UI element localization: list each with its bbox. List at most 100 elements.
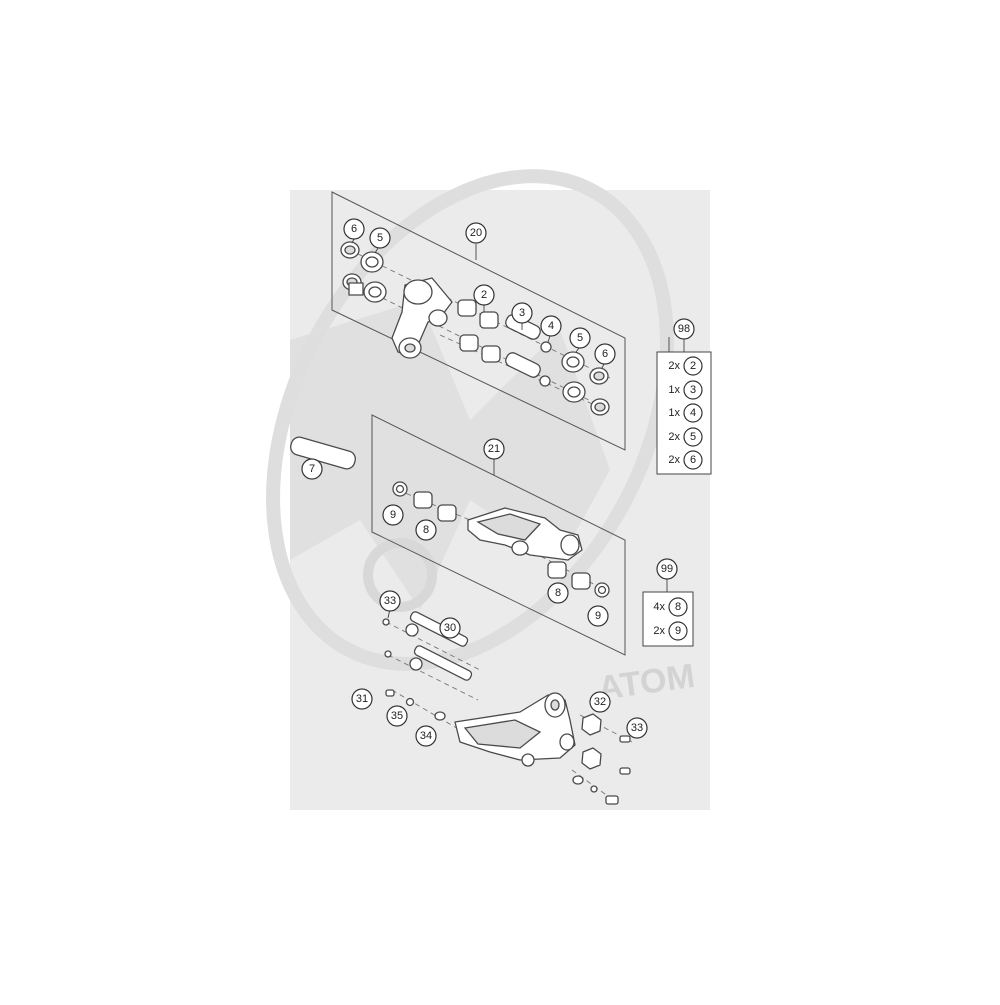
bearing-part-5 <box>566 356 580 368</box>
sleeve-part-2 <box>479 311 499 329</box>
callout-6: 6 <box>343 218 365 240</box>
callout-label: 20 <box>470 227 482 239</box>
kit-row: 2x 5 <box>668 427 703 447</box>
washer-part <box>572 775 584 785</box>
axis-line <box>397 489 471 521</box>
callout-7: 7 <box>301 458 323 480</box>
callout-label: 4 <box>548 320 554 332</box>
callout-32: 32 <box>589 691 611 713</box>
bottom-rocker-part <box>550 699 560 711</box>
callout-2: 2 <box>473 284 495 306</box>
kit-id-label: 99 <box>661 563 673 575</box>
leader-line <box>601 363 605 369</box>
kit-row-ref: 4 <box>690 407 696 419</box>
callout-label: 7 <box>309 463 315 475</box>
callout-label: 5 <box>377 232 383 244</box>
kit-row: 1x 3 <box>668 380 703 400</box>
rocker-arm-part <box>511 540 529 556</box>
seal-part-6 <box>348 282 364 296</box>
kit-98: 98 2x 2 1x 3 1x 4 2x 5 2x 6 <box>656 318 712 475</box>
sleeve-part-2 <box>481 345 501 363</box>
sleeve-part-8 <box>571 572 591 590</box>
bolt-part-30 <box>405 623 419 637</box>
callout-label: 9 <box>595 610 601 622</box>
callout-label: 6 <box>602 348 608 360</box>
callout-6: 6 <box>594 343 616 365</box>
leader-line <box>575 347 580 353</box>
bolt-part-31 <box>385 689 395 697</box>
leader-line <box>547 335 551 343</box>
bearing-part-5 <box>567 386 581 398</box>
callout-5: 5 <box>569 327 591 349</box>
washer-part-4 <box>539 375 551 387</box>
callout-34: 34 <box>415 725 437 747</box>
linkage-lever-part <box>403 279 433 305</box>
callout-label: 8 <box>555 587 561 599</box>
callout-label: 6 <box>351 223 357 235</box>
callout-label: 33 <box>631 722 643 734</box>
sleeve-part-8 <box>413 491 433 509</box>
kit-row-ref: 9 <box>675 625 681 637</box>
callout-label: 33 <box>384 595 396 607</box>
callout-label: 32 <box>594 696 606 708</box>
kit-row-qty: 1x <box>668 407 680 419</box>
axis-line <box>387 654 479 701</box>
callout-label: 5 <box>577 332 583 344</box>
seal-part-9 <box>597 585 607 595</box>
callout-30: 30 <box>439 617 461 639</box>
callout-33: 33 <box>626 717 648 739</box>
washer-part-4 <box>540 341 552 353</box>
bolt-part <box>605 795 619 805</box>
callout-8: 8 <box>415 519 437 541</box>
bottom-rocker-part <box>521 753 535 767</box>
kit-row: 2x 2 <box>668 356 703 376</box>
callout-3: 3 <box>511 302 533 324</box>
bolt-part-30 <box>409 657 423 671</box>
washer-part-35 <box>405 697 415 707</box>
seal-part-6 <box>344 245 356 255</box>
group-21-frame <box>371 414 626 656</box>
kit-98-callout: 98 <box>673 318 695 340</box>
rocker-arm-part <box>476 513 542 541</box>
callout-label: 9 <box>390 509 396 521</box>
callout-4: 4 <box>540 315 562 337</box>
kit-row: 4x 8 <box>653 597 688 617</box>
axis-line <box>349 281 606 409</box>
kit-row-qty: 4x <box>653 601 665 613</box>
bolt-part-33 <box>619 767 631 775</box>
leader-line <box>374 247 379 254</box>
sleeve-part-2 <box>459 334 479 352</box>
callout-20: 20 <box>465 222 487 244</box>
callout-label: 8 <box>423 524 429 536</box>
seal-part-6 <box>593 371 605 381</box>
sleeve-part-8 <box>547 561 567 579</box>
kit-row-ref: 3 <box>690 384 696 396</box>
kit-99: 99 4x 8 2x 9 <box>642 558 694 647</box>
kit-row-qty: 2x <box>668 360 680 372</box>
sleeve-part-8 <box>437 504 457 522</box>
washer-part <box>590 785 598 793</box>
kit-row: 2x 6 <box>668 450 703 470</box>
bearing-part-5 <box>365 256 379 268</box>
bolt-part-33 <box>619 735 631 743</box>
bottom-rocker-part <box>463 719 542 749</box>
bolt-part-33 <box>382 618 390 626</box>
nut-part-32 <box>581 747 602 770</box>
kit-row-qty: 2x <box>668 454 680 466</box>
pin-part-7 <box>290 436 356 470</box>
callout-35: 35 <box>386 705 408 727</box>
callout-9: 9 <box>587 605 609 627</box>
kit-row-qty: 1x <box>668 384 680 396</box>
callout-label: 35 <box>391 710 403 722</box>
callout-label: 31 <box>356 693 368 705</box>
callout-label: 3 <box>519 307 525 319</box>
nut-part-32 <box>581 713 602 736</box>
callout-21: 21 <box>483 438 505 460</box>
bolt-part-30 <box>413 645 473 681</box>
callout-label: 21 <box>488 443 500 455</box>
kit-id-label: 98 <box>678 323 690 335</box>
callout-5: 5 <box>369 227 391 249</box>
sleeve-part-2 <box>457 299 477 317</box>
kit-row-qty: 2x <box>653 625 665 637</box>
